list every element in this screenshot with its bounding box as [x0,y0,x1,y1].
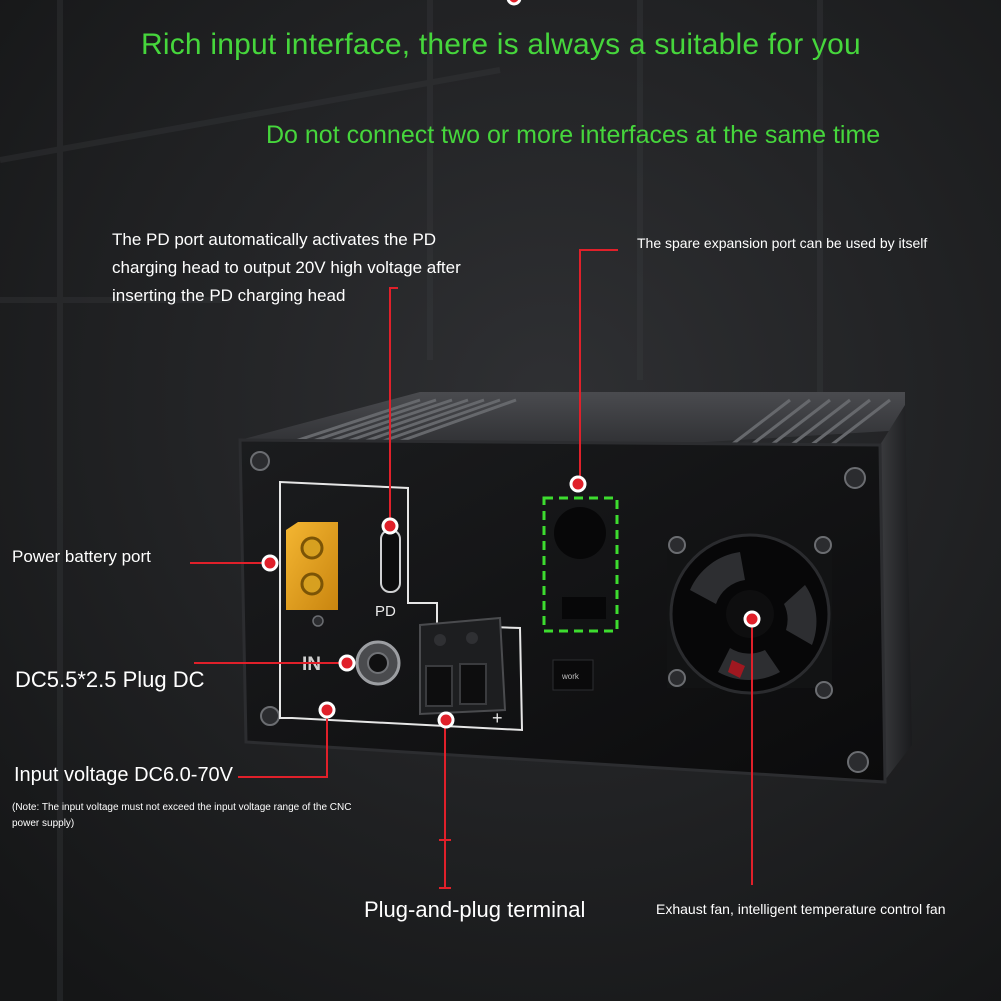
callout-lines [190,249,753,889]
device-side [880,405,912,780]
pd-port-description: The PD port automatically activates the … [112,226,461,310]
callout-dot [437,711,455,729]
callout-dot [261,554,279,572]
callout-dot [318,701,336,719]
screw-icon [260,706,280,726]
input-voltage-callout-line [238,710,328,778]
screw-icon [815,681,833,699]
screw-icon [668,669,686,687]
callout-dot [506,0,522,6]
callout-dot [381,517,399,535]
background-structure [0,0,823,1001]
screw-icon [814,536,832,554]
spare-port-dashed-outline [542,496,619,633]
work-label: work [561,672,580,681]
dc-plug-label: DC5.5*2.5 Plug DC [15,667,205,692]
corner-screws [250,451,869,773]
battery-port-label: Power battery port [12,547,151,566]
input-voltage-note: (Note: The input voltage must not exceed… [12,800,351,832]
spare-expansion-port [542,496,619,633]
input-voltage-label: Input voltage DC6.0-70V [14,764,234,786]
callout-dot [743,610,761,628]
warning-text: Do not connect two or more interfaces at… [266,121,881,149]
spare-callout-line [579,249,618,484]
plus-label: + [492,708,503,728]
pd-port-line-1: The PD port automatically activates the … [112,230,437,249]
in-label: IN [302,654,321,675]
pd-label: PD [375,603,396,620]
pd-port-line-2: charging head to output 20V high voltage… [112,258,461,277]
pd-port-line-3: inserting the PD charging head [112,286,346,305]
callout-dot [338,654,356,672]
terminal-block [419,616,507,716]
callout-dots [261,0,761,729]
note-line-2: power supply) [12,818,75,829]
headline: Rich input interface, there is always a … [141,28,861,61]
usb-c-port [380,529,401,593]
screw-icon [844,467,866,489]
screw-icon [668,536,686,554]
terminal-label: Plug-and-plug terminal [364,897,586,922]
callout-dot [569,475,587,493]
fan-label: Exhaust fan, intelligent temperature con… [656,901,946,917]
spare-port-description: The spare expansion port can be used by … [637,235,928,251]
note-line-1: (Note: The input voltage must not exceed… [12,802,352,813]
pd-callout-line [389,287,398,526]
power-supply-device: PD IN + work [238,392,912,784]
screw-icon [312,615,324,627]
screw-icon [847,751,869,773]
battery-connector [286,522,338,627]
screw-icon [250,451,270,471]
work-indicator [552,659,594,691]
